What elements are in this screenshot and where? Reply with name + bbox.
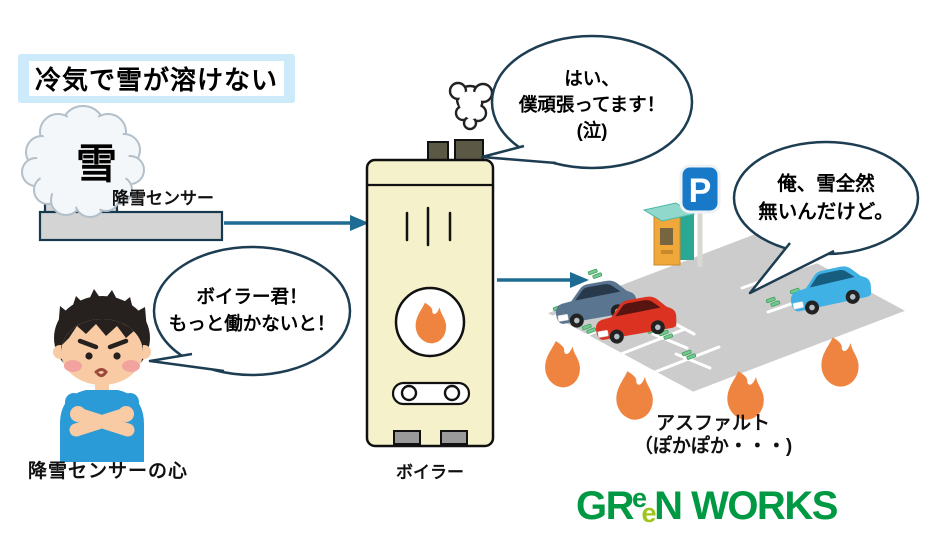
bubble-person-line: もっと働かないと！ — [168, 313, 336, 334]
snow-label: 雪 — [76, 141, 117, 187]
angry-person-illustration — [53, 289, 151, 462]
logo-e2: e — [641, 498, 657, 528]
asphalt-caption-line2: （ぽかぽか・・・) — [633, 436, 793, 457]
sensor-to-boiler-arrow — [224, 215, 369, 231]
car-light-blue — [790, 266, 872, 315]
boiler-illustration — [365, 81, 495, 448]
parking-sign: P — [679, 164, 721, 267]
boiler-caption: ボイラー — [396, 463, 464, 482]
asphalt-caption-line1: アスファルト — [655, 413, 770, 434]
boiler-to-parking-arrow — [497, 272, 589, 288]
bubble-boiler-line: はい、 — [564, 68, 620, 89]
bubble-parking-line: 無いんだけど。 — [758, 201, 894, 223]
bubble-boiler-line: (泣) — [576, 120, 608, 141]
speech-bubble-boiler-shape — [480, 34, 694, 170]
sensor-label: 降雪センサー — [112, 189, 214, 208]
car-red — [595, 296, 677, 344]
bubble-parking-line: 俺、雪全然 — [777, 173, 875, 195]
speech-bubble-boiler-text: はい、 僕頑張ってます！ (泣) — [497, 66, 687, 144]
parking-lot-illustration: P — [542, 164, 911, 395]
speech-bubble-parking-text: 俺、雪全然 無いんだけど。 — [733, 170, 919, 226]
title-box: 冷気で雪が溶けない — [18, 54, 295, 103]
speech-bubble-person-text: ボイラー君！ もっと働かないと！ — [157, 283, 347, 337]
parking-sign-letter: P — [689, 172, 712, 210]
green-works-logo: GReeN WORKS — [576, 483, 838, 529]
page-title: 冷気で雪が溶けない — [34, 65, 278, 95]
snow-cloud-illustration — [21, 105, 145, 218]
flame-icon — [545, 341, 580, 388]
bubble-boiler-line: 僕頑張ってます！ — [518, 94, 666, 115]
person-caption: 降雪センサーの心 — [28, 461, 189, 482]
logo-nworks: N WORKS — [654, 484, 838, 528]
flame-icon — [821, 337, 859, 387]
bubble-person-line: ボイラー君！ — [196, 286, 308, 307]
logo-e1: e — [632, 483, 647, 513]
asphalt-caption: アスファルト （ぽかぽか・・・) — [613, 412, 813, 458]
smoke-icon — [448, 81, 494, 131]
logo-gr: GR — [576, 484, 635, 528]
speech-bubble-person-shape — [148, 245, 352, 377]
speech-bubble-parking-shape — [732, 140, 920, 295]
